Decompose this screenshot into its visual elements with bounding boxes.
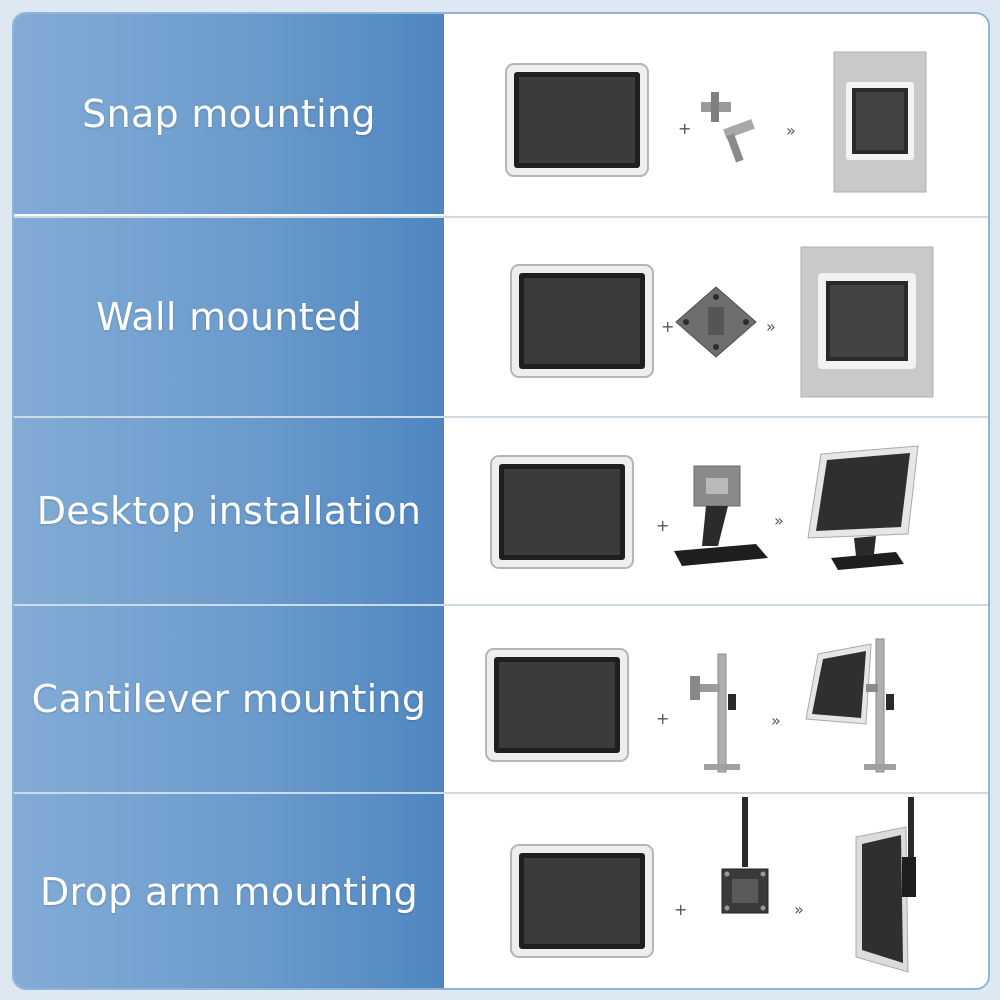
monitor-icon [490,455,634,569]
desk-stand-icon [674,465,768,566]
plus-sign: + [656,516,669,535]
snap-clip-icon [701,92,755,163]
monitor-on-pole-icon [805,638,896,773]
plus-sign: + [656,709,669,728]
row-label-cantilever: Cantilever mounting [14,606,444,792]
arrow-sign: » [766,317,776,336]
wall-mounting-illustration: + » [444,218,988,416]
arrow-sign: » [771,711,781,730]
wall-mounted-panel-icon [800,246,934,398]
arrow-sign: » [794,900,804,919]
plus-sign: + [678,119,691,138]
mounting-row-drop-arm: Drop arm mounting + » [14,792,988,988]
mounting-row-cantilever: Cantilever mounting + » [14,604,988,792]
vesa-plate-icon [675,286,757,358]
arrow-sign: » [774,511,784,530]
row-label-drop-arm: Drop arm mounting [14,794,444,988]
desktop-installation-illustration: + » [444,418,988,604]
row-label-desktop: Desktop installation [14,418,444,604]
monitor-on-stand-icon [807,445,919,570]
pole-arm-icon [690,653,740,773]
monitor-icon [510,844,654,958]
mounting-row-desktop: Desktop installation + » [14,416,988,604]
ceiling-drop-bracket-icon [721,797,769,914]
snap-mounting-illustration: + » [444,14,988,214]
arrow-sign: » [786,121,796,140]
mounting-options-panel: Snap mounting + » [12,12,990,990]
monitor-icon [505,63,649,177]
monitor-icon [510,264,654,378]
row-label-wall: Wall mounted [14,218,444,416]
mounting-row-wall: Wall mounted + » [14,216,988,416]
mounting-row-snap: Snap mounting + » [14,14,988,214]
monitor-icon [485,648,629,762]
plus-sign: + [674,900,687,919]
cantilever-mounting-illustration: + » [444,606,988,792]
flush-mounted-panel-icon [833,51,927,193]
row-label-snap: Snap mounting [14,14,444,214]
plus-sign: + [661,317,674,336]
drop-arm-mounting-illustration: + » [444,794,988,988]
hanging-monitor-icon [855,797,916,973]
